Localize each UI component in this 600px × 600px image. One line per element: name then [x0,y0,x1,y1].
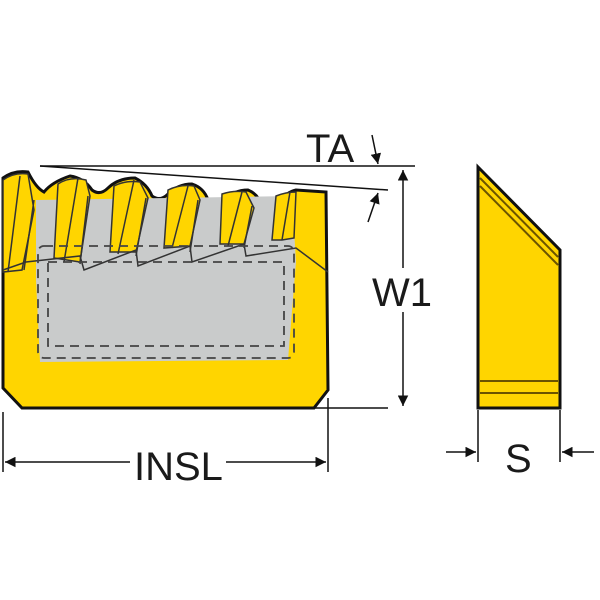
insl-dimension [2,398,329,472]
dashed-outline-outer [37,245,295,359]
w1-label: W1 [372,271,432,315]
ta-dimension [39,134,415,223]
insert-side-view [476,163,562,410]
s-dimension [446,410,594,462]
insl-label: INSL [134,445,223,489]
ta-label: TA [306,127,354,171]
side-edge-stripes [479,177,559,394]
s-label: S [505,437,532,481]
side-body [476,163,562,410]
dashed-outline-inner [47,261,285,347]
insert-front-view [1,170,330,410]
w1-dimension [314,170,409,409]
